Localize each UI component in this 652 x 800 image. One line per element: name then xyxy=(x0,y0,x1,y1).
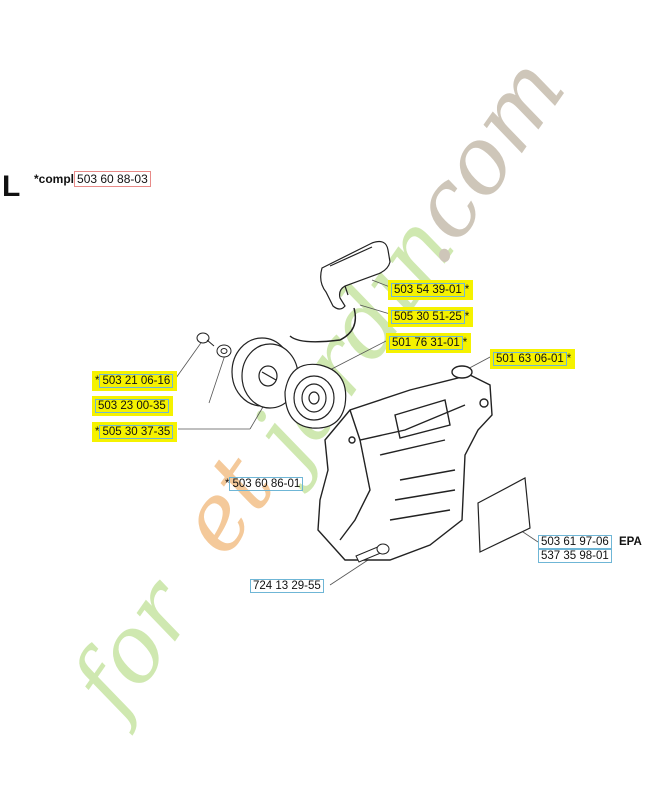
part-number[interactable]: 505 30 51-25 xyxy=(391,310,465,324)
starter-housing xyxy=(317,365,493,561)
part-label-washer[interactable]: 503 23 00-35 xyxy=(92,396,173,416)
part-label-plug[interactable]: 501 63 06-01* xyxy=(490,349,576,369)
part-label-filter-epa[interactable]: 503 61 97-06 EPA xyxy=(538,535,642,549)
recoil-spring xyxy=(284,363,347,429)
part-label-housing-screw[interactable]: 724 13 29-55 xyxy=(250,579,324,593)
part-number[interactable]: 505 30 37-35 xyxy=(99,425,174,439)
part-label-rope[interactable]: 505 30 51-25* xyxy=(388,307,474,327)
part-number[interactable]: 501 76 31-01 xyxy=(389,336,463,350)
compl-number[interactable]: 503 60 88-03 xyxy=(74,171,151,187)
section-letter: L xyxy=(2,170,21,203)
compl-prefix: *compl xyxy=(34,172,75,186)
part-number[interactable]: 503 61 97-06 xyxy=(538,535,612,549)
part-label-handle[interactable]: 503 54 39-01* xyxy=(388,280,474,300)
starter-pulley xyxy=(231,337,299,409)
part-label-pulley[interactable]: *505 30 37-35 xyxy=(92,422,178,442)
part-label-housing[interactable]: *503 60 86-01 xyxy=(225,477,304,491)
watermark-text-et: et xyxy=(155,436,296,573)
screw-and-washer xyxy=(196,332,232,358)
starter-rope xyxy=(289,307,357,343)
part-number[interactable]: 503 60 86-01 xyxy=(229,477,304,491)
filter-sheet xyxy=(477,477,531,553)
watermark-text-forest: for xyxy=(47,558,217,738)
part-number[interactable]: 503 23 00-35 xyxy=(95,399,169,413)
starter-handle xyxy=(320,240,391,310)
part-number[interactable]: 503 21 06-16 xyxy=(99,374,174,388)
part-label-filter[interactable]: 537 35 98-01 xyxy=(538,549,612,563)
housing-screw xyxy=(355,543,390,563)
part-number[interactable]: 501 63 06-01 xyxy=(493,352,567,366)
part-label-spring[interactable]: 501 76 31-01* xyxy=(386,333,472,353)
part-number[interactable]: 724 13 29-55 xyxy=(250,579,324,593)
part-number[interactable]: 537 35 98-01 xyxy=(538,549,612,563)
part-label-screw[interactable]: *503 21 06-16 xyxy=(92,371,178,391)
part-number[interactable]: 503 54 39-01 xyxy=(391,283,465,297)
